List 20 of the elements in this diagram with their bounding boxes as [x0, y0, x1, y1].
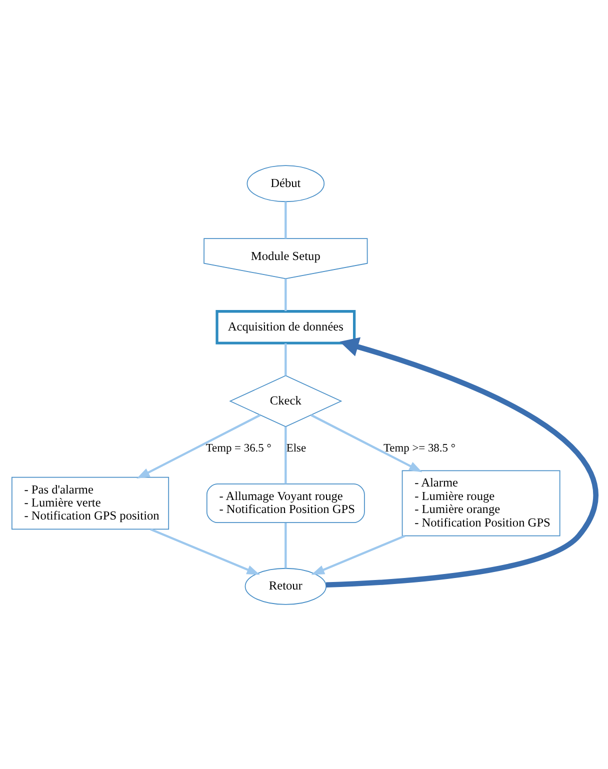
- node-ellipse: Retour: [244, 567, 327, 604]
- connector: [284, 522, 287, 568]
- node-diamond: Ckeck: [229, 374, 342, 427]
- arrow: [310, 414, 422, 472]
- edge-label: Temp = 36.5 °: [206, 442, 272, 454]
- connector: [284, 201, 287, 238]
- connector: [284, 342, 287, 376]
- edge-label: Temp >= 38.5 °: [383, 442, 456, 454]
- connector: [284, 426, 287, 484]
- node-box: Acquisition de données: [216, 310, 356, 344]
- arrow: [150, 528, 260, 574]
- arrow: [311, 534, 406, 574]
- arrow: [326, 336, 598, 587]
- edge-label: Else: [286, 442, 306, 454]
- node-box: - Allumage Voyant rouge - Notification Position GPS: [206, 482, 365, 523]
- connector: [284, 278, 287, 311]
- arrow: [136, 414, 261, 478]
- node-box: - Pas d'alarme - Lumière verte - Notification GPS position: [12, 476, 170, 530]
- node-ellipse: Début: [246, 164, 325, 202]
- node-box: - Alarme - Lumière rouge - Lumière orange - Notification Position GPS: [402, 470, 560, 536]
